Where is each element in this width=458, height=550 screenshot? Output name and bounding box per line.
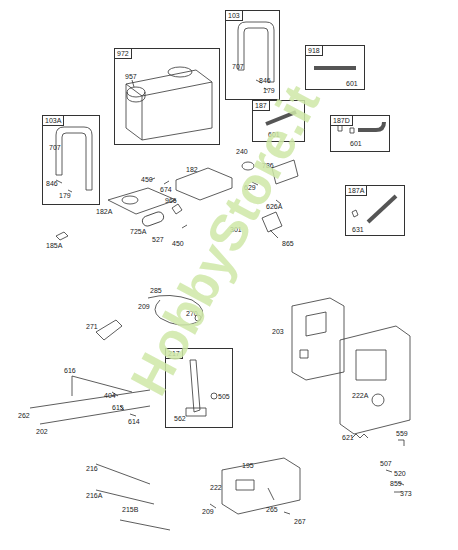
inset-number: 103A: [43, 116, 64, 126]
callout-number: 285: [150, 287, 162, 294]
fuel-line: [358, 122, 384, 130]
fuel-tank: [126, 70, 212, 140]
callout-number: 209: [138, 303, 150, 310]
callout-number: 195: [242, 462, 254, 469]
tank-strap: [238, 22, 274, 82]
inset-box: 103A 707 846179: [42, 115, 100, 205]
callout-number: 616: [64, 367, 76, 374]
callout-number: 562: [174, 415, 186, 422]
control-bracket: [222, 458, 300, 514]
callout-number: 520: [394, 470, 406, 477]
callout-number: 267: [294, 518, 306, 525]
inset-box: 918 601: [305, 45, 365, 90]
callout-number: 404: [104, 392, 116, 399]
tank-neck: [168, 67, 192, 77]
fuel-line: [314, 66, 356, 70]
callout-number: 865: [282, 240, 294, 247]
callout-number: 202: [36, 428, 48, 435]
callout-number: 216A: [86, 492, 102, 499]
callout-number: 846: [259, 77, 271, 84]
nut: [211, 393, 217, 399]
callout-number: 203: [272, 328, 284, 335]
control-bracket: [292, 298, 344, 380]
shutoff: [56, 232, 68, 240]
inset-number: 103: [226, 11, 243, 21]
callout-number: 846: [46, 180, 58, 187]
callout-number: 725A: [130, 228, 146, 235]
callout-number: 601: [350, 140, 362, 147]
callout-number: 222: [210, 484, 222, 491]
link-rod: [30, 390, 150, 424]
inset-box: 187A 631: [345, 185, 405, 236]
callout-number: 621: [342, 434, 354, 441]
callout-number: 265: [266, 506, 278, 513]
callout-number: 527: [152, 236, 164, 243]
callout-number: 707: [232, 63, 244, 70]
inset-number: 972: [115, 49, 132, 59]
callout-number: 615: [112, 404, 124, 411]
inset-number: 187A: [346, 186, 367, 196]
fuel-cap-side: [127, 92, 145, 102]
callout-number: 215B: [122, 506, 138, 513]
callout-number: 505: [218, 393, 230, 400]
control-plate: [340, 326, 410, 434]
callout-number: 209: [202, 508, 214, 515]
callout-number: 957: [125, 73, 137, 80]
callout-number: 179: [59, 192, 71, 199]
callout-number: 674: [160, 186, 172, 193]
callout-number: 707: [49, 144, 61, 151]
callout-number: 271: [86, 323, 98, 330]
callout-number: 601: [346, 80, 358, 87]
clip: [172, 204, 187, 228]
tank-strap: [56, 127, 92, 190]
callout-number: 966: [165, 197, 177, 204]
screw: [56, 180, 72, 192]
leader-line: [132, 80, 134, 87]
callout-number: 222A: [352, 392, 368, 399]
fuel-cap: [127, 87, 145, 97]
callout-number: 373: [400, 490, 412, 497]
callout-number: 185A: [46, 242, 62, 249]
callout-number: 859: [390, 480, 402, 487]
callout-number: 631: [352, 226, 364, 233]
callout-number: 450: [172, 240, 184, 247]
callout-number: 262: [18, 412, 30, 419]
hose-clamp: [338, 125, 358, 217]
inset-box: 972 957: [114, 48, 220, 145]
callout-number: 450: [141, 176, 153, 183]
callout-number: 216: [86, 465, 98, 472]
callout-number: 182A: [96, 208, 112, 215]
screw: [210, 504, 290, 514]
inset-box: 187D 601: [330, 115, 390, 152]
callout-number: 182: [186, 166, 198, 173]
watermark: HobbyStore.it: [118, 75, 331, 404]
fuel-line: [368, 196, 396, 222]
callout-number: 559: [396, 430, 408, 437]
fuel-hose: [141, 211, 165, 228]
callout-number: 614: [128, 418, 140, 425]
lever: [96, 320, 122, 340]
inset-number: 187D: [331, 116, 353, 126]
inset-number: 918: [306, 46, 323, 56]
link-rod: [96, 464, 170, 530]
callout-number: 507: [380, 460, 392, 467]
